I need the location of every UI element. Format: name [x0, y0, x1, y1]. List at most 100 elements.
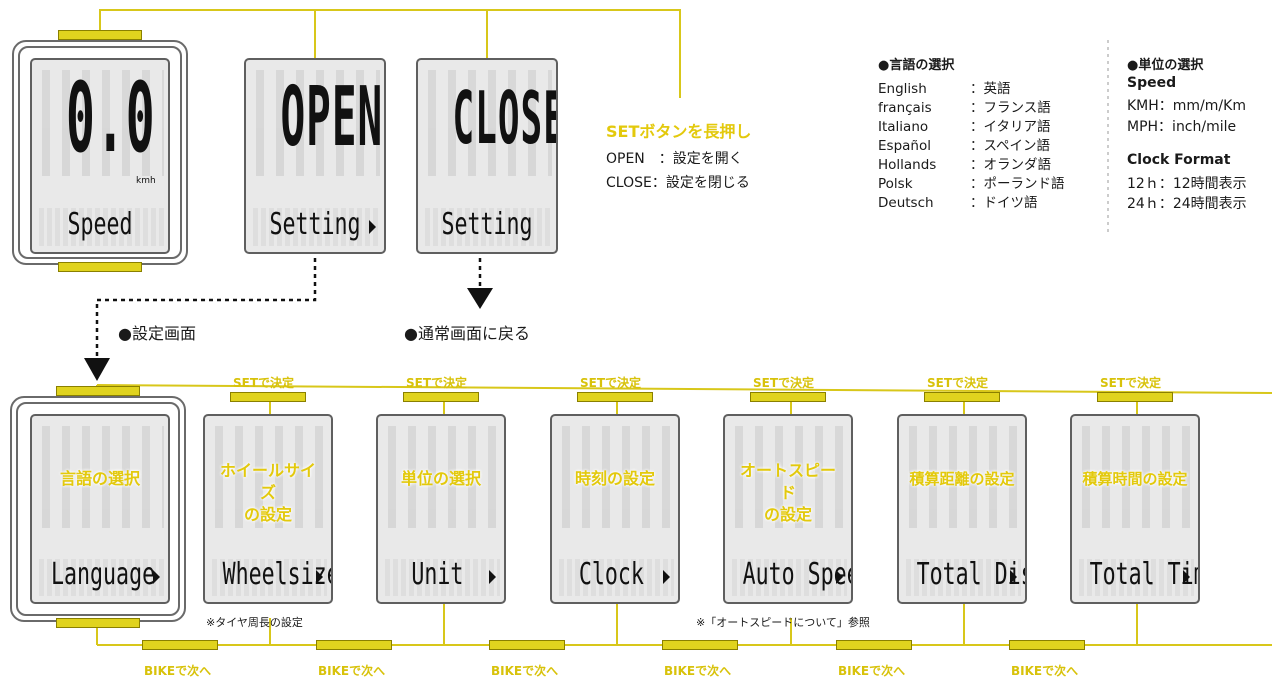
lcd-arrow-icon	[316, 570, 323, 584]
bike-next-label: BIKEで次へ	[1011, 664, 1079, 678]
language-name: Deutsch	[878, 195, 934, 211]
setting-title: 積算時間の設定	[1082, 470, 1188, 488]
language-japanese: ：イタリア語	[970, 119, 1051, 135]
lcd-arrow-icon	[369, 220, 376, 234]
language-row: Polsk ：ポーランド語	[878, 175, 1065, 194]
device-bottom-button	[56, 618, 140, 628]
bike-tab	[836, 640, 912, 650]
lcd-arrow-icon	[153, 570, 160, 584]
language-row: Español ：スペイン語	[878, 137, 1065, 156]
auto-speed-note: ※「オートスピードについて」参照	[696, 616, 870, 629]
lcd-bar	[382, 558, 500, 596]
language-japanese: ：ポーランド語	[970, 176, 1065, 192]
lcd-close-setting: CLOSE Setting	[416, 58, 558, 254]
device-speed: 0.0 kmh Speed	[12, 40, 188, 265]
set-tab	[403, 392, 479, 402]
setting-title: オートスピード の設定	[739, 461, 836, 524]
setting-lcd-label: Wheelsize	[222, 557, 333, 592]
lcd-segments	[1076, 426, 1194, 529]
setting-title: 時刻の設定	[574, 469, 655, 488]
bike-next-label: BIKEで次へ	[318, 664, 386, 678]
lcd-bar	[250, 207, 380, 246]
setting-screen-0: 言語の選択 Language	[30, 414, 170, 604]
set-tab	[924, 392, 1000, 402]
lcd-bar	[556, 558, 674, 596]
device-bottom-button	[58, 262, 142, 272]
lcd-segments	[422, 70, 552, 176]
language-row: français：フランス語	[878, 99, 1065, 118]
lcd-bar	[1076, 558, 1194, 596]
bike-tab	[316, 640, 392, 650]
lcd-segments	[556, 426, 674, 529]
bike-tab	[142, 640, 218, 650]
clock-format-title: Clock Format	[1127, 152, 1231, 168]
set-confirm-label: SETで決定	[753, 376, 815, 390]
set-confirm-label: SETで決定	[233, 376, 295, 390]
setting-title: ホイールサイズ の設定	[219, 461, 316, 524]
lcd-bar	[903, 558, 1021, 596]
language-row: Deutsch ：ドイツ語	[878, 194, 1065, 213]
setting-title: 言語の選択	[59, 469, 140, 488]
device-top-button	[58, 30, 142, 40]
language-name: Español	[878, 138, 931, 154]
language-box-title: ●言語の選択	[878, 58, 955, 73]
lcd-segments	[382, 426, 500, 529]
bike-next-label: BIKEで次へ	[144, 664, 212, 678]
language-name: Hollands	[878, 157, 937, 173]
set-confirm-label: SETで決定	[580, 376, 642, 390]
set-tab	[230, 392, 306, 402]
language-japanese: ：フランス語	[970, 100, 1051, 116]
long-press-title: SETボタンを長押し	[606, 122, 752, 141]
device-top-button	[56, 386, 140, 396]
lcd-segments	[729, 426, 847, 529]
language-row: Italiano ：イタリア語	[878, 118, 1065, 137]
language-japanese: ：スペイン語	[970, 138, 1051, 154]
bike-tab	[1009, 640, 1085, 650]
set-tab	[577, 392, 653, 402]
setting-title: 積算距離の設定	[909, 470, 1015, 488]
bike-next-label: BIKEで次へ	[664, 664, 732, 678]
lcd-open-setting: OPEN Setting	[244, 58, 386, 254]
settings-screen-label: ●設定画面	[118, 324, 196, 343]
language-japanese: ：オランダ語	[970, 157, 1051, 173]
language-japanese: ：ドイツ語	[970, 195, 1038, 211]
lcd-bar	[729, 558, 847, 596]
lcd-speed: 0.0 kmh Speed	[30, 58, 170, 254]
lcd-segments	[36, 426, 164, 529]
bike-tab	[489, 640, 565, 650]
lcd-segments	[209, 426, 327, 529]
speed-value: 0.0	[66, 62, 156, 174]
lcd-bar	[36, 558, 164, 596]
open-instruction: OPEN ：設定を開く	[606, 151, 743, 167]
set-tab	[1097, 392, 1173, 402]
lcd-segments	[36, 70, 164, 176]
lcd-arrow-icon	[663, 570, 670, 584]
open-lcd-label: Setting	[269, 207, 361, 242]
language-name: Italiano	[878, 119, 929, 135]
setting-screen-3: 時刻の設定 Clock	[550, 414, 680, 604]
language-japanese: ：英語	[970, 81, 1011, 97]
speed-lcd-label: Speed	[67, 207, 133, 242]
close-instruction: CLOSE：設定を閉じる	[606, 175, 750, 191]
set-confirm-label: SETで決定	[927, 376, 989, 390]
bike-tab	[662, 640, 738, 650]
open-big-text: OPEN	[280, 70, 384, 165]
lcd-bar	[36, 207, 164, 246]
language-name: English	[878, 81, 927, 97]
lcd-segments	[250, 70, 380, 176]
close-lcd-label: Setting	[441, 207, 533, 242]
setting-lcd-label: Clock	[578, 557, 644, 592]
language-name: Polsk	[878, 176, 913, 192]
unit-box-title: ●単位の選択	[1127, 58, 1204, 73]
bike-next-label: BIKEで次へ	[491, 664, 559, 678]
setting-lcd-label: Language	[51, 557, 156, 592]
lcd-segments	[903, 426, 1021, 529]
set-confirm-label: SETで決定	[406, 376, 468, 390]
language-row: Hollands ：オランダ語	[878, 156, 1065, 175]
setting-title: 単位の選択	[400, 469, 481, 488]
setting-lcd-label: Total Time	[1089, 557, 1198, 592]
set-tab	[750, 392, 826, 402]
kmh-row: KMH：mm/m/Km	[1127, 98, 1246, 114]
